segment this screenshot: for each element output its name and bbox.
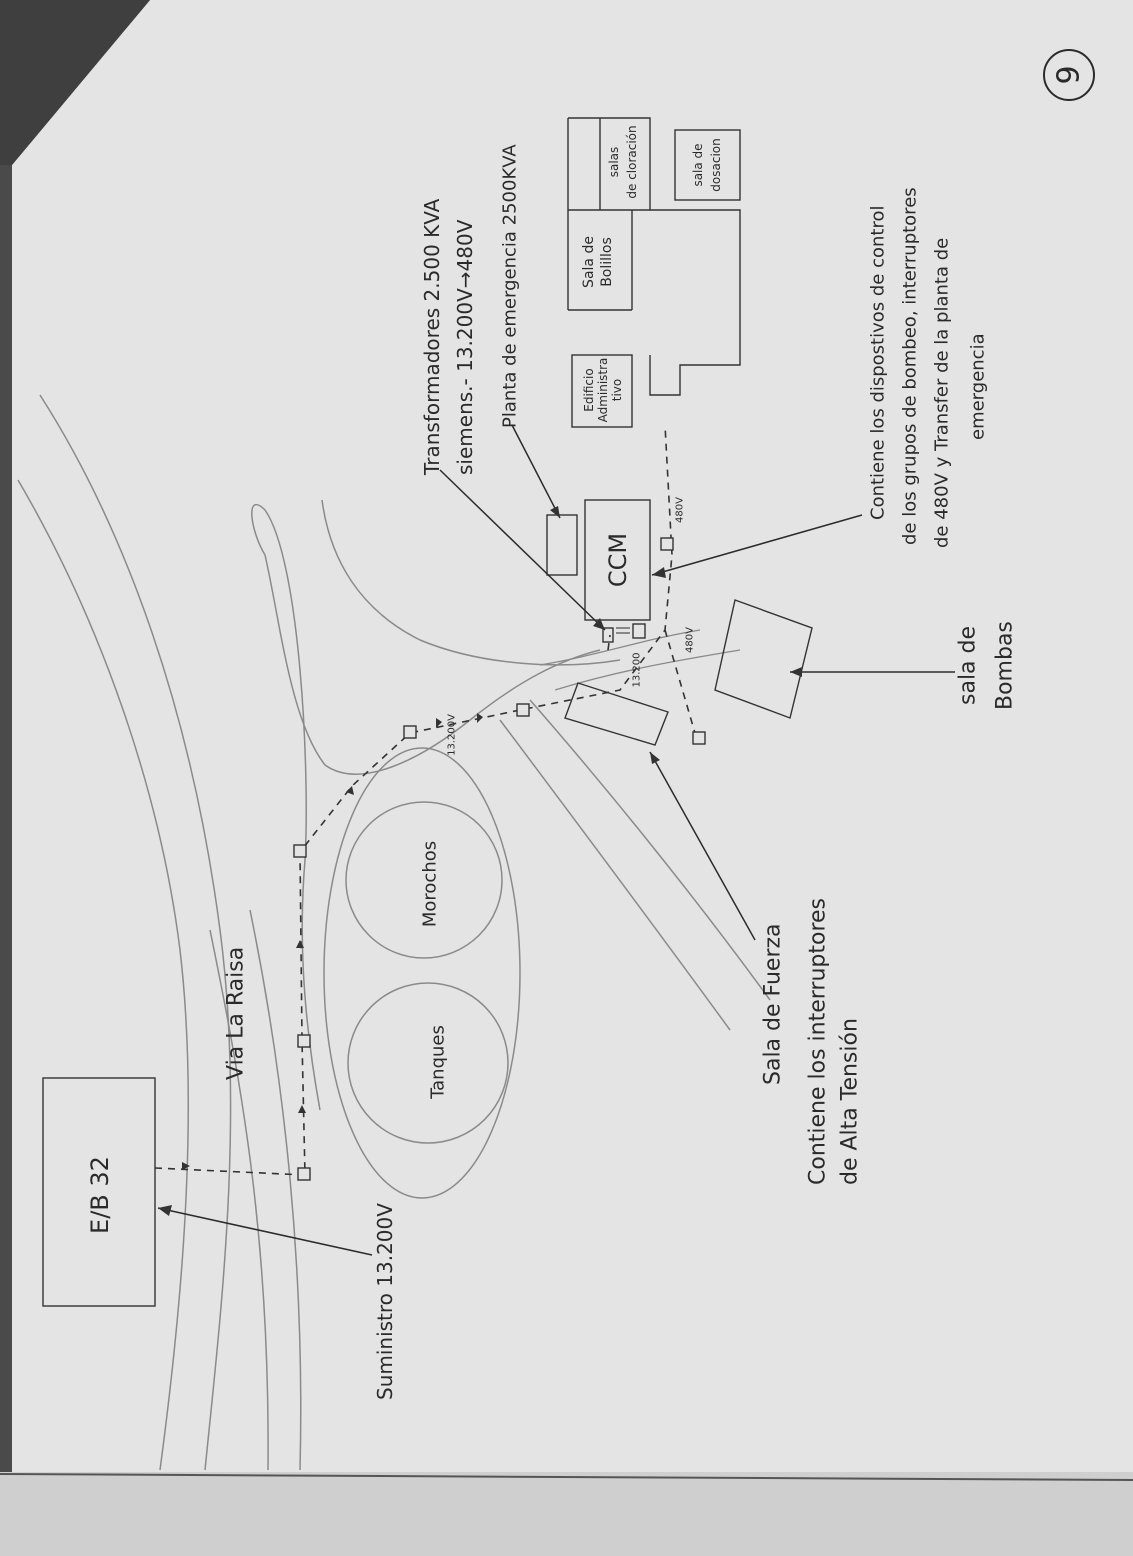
- suministro-arrowhead: [158, 1205, 172, 1216]
- planta-arrowhead: [550, 506, 560, 518]
- flow-arrow: [296, 940, 304, 948]
- pole: [516, 703, 530, 717]
- morochos-label: Morochos: [420, 841, 441, 927]
- edificio-label-3: tivo: [610, 379, 624, 401]
- pole: [297, 1167, 311, 1181]
- flow-arrow: [477, 713, 483, 723]
- sala-bolillos-1: Sala de: [581, 236, 597, 288]
- suministro-arrow: [157, 1207, 373, 1256]
- voltage-480-b: 480V: [675, 497, 686, 523]
- page-number-circle: [1043, 49, 1095, 101]
- planta-pointer: [511, 424, 561, 519]
- edificio-box: [571, 354, 633, 428]
- eb32-label: E/B 32: [86, 1156, 114, 1234]
- flow-arrow: [346, 786, 354, 795]
- sala-bombas-label-1: sala de: [956, 626, 981, 705]
- admin-complex: [567, 117, 741, 428]
- pole: [660, 537, 674, 551]
- sala-fuerza-desc-1: Contiene los interruptores: [806, 898, 831, 1185]
- transformer: [632, 623, 646, 639]
- ccm-building: [584, 499, 651, 621]
- pole: [692, 731, 706, 745]
- contiene-label-1: Contiene los dispostivos de control: [868, 206, 889, 521]
- fuerza-pointer: [649, 751, 756, 941]
- tank-morochos: [345, 801, 503, 959]
- tanques-label: Tanques: [428, 1025, 449, 1100]
- sala-fuerza-desc-2: de Alta Tensión: [838, 1018, 863, 1185]
- flow-arrow: [298, 1105, 306, 1113]
- sala-bombas-building: [714, 599, 813, 719]
- dosacion-box: [674, 129, 741, 201]
- transformer: [602, 627, 614, 643]
- folded-corner: [0, 0, 150, 165]
- flow-arrow: [436, 718, 442, 728]
- pole: [297, 1034, 311, 1048]
- sala-fuerza-label: Sala de Fuerza: [761, 923, 786, 1085]
- ccm-pointer: [651, 514, 863, 576]
- eb32-box: [42, 1077, 156, 1307]
- admin-outline: [568, 117, 741, 396]
- contiene-label-4: emergencia: [968, 333, 989, 440]
- ccm-arrowhead: [652, 567, 666, 578]
- pole: [403, 725, 417, 739]
- trafo-label-1: Transformadores 2.500 KVA: [420, 198, 444, 476]
- edificio-label-2: Administra: [596, 358, 610, 423]
- sala-dosacion-2: dosacion: [709, 138, 723, 191]
- sala-fuerza-building: [564, 682, 669, 746]
- salas-cloracion-2: de cloración: [625, 125, 639, 198]
- paper-sheet: [12, 0, 1133, 1472]
- ccm-label: CCM: [604, 533, 632, 587]
- poles: [293, 537, 706, 1181]
- pole: [293, 844, 307, 858]
- fuerza-arrowhead: [650, 752, 660, 764]
- voltage-13200-trafo: 13.200: [632, 653, 643, 688]
- edificio-label-1: Edificio: [582, 368, 596, 411]
- sala-dosacion-1: sala de: [691, 143, 705, 186]
- page-number: 9: [1052, 65, 1087, 84]
- flow-arrows: [182, 713, 483, 1170]
- planta-label: Planta de emergencia 2500KVA: [500, 144, 521, 428]
- tank-tanques: [347, 982, 509, 1144]
- power-line: [154, 424, 698, 1176]
- bottom-edge: [0, 1473, 1133, 1481]
- flow-arrow: [182, 1162, 190, 1170]
- emergency-plant: [546, 514, 578, 576]
- bottom-strip: [0, 1472, 1133, 1556]
- road-label: Via La Raisa: [224, 947, 249, 1080]
- tank-enclosure: [323, 747, 521, 1199]
- contiene-label-2: de los grupos de bombeo, interruptores: [900, 187, 921, 545]
- bombas-arrowhead: [790, 667, 802, 677]
- sala-bombas-label-2: Bombas: [993, 621, 1018, 710]
- voltage-480-a: 480V: [685, 627, 696, 653]
- site-outline: [251, 499, 771, 1111]
- sala-bolillos-2: Bolillos: [599, 237, 615, 287]
- contiene-label-3: de 480V y Transfer de la planta de: [932, 238, 953, 548]
- suministro-label: Suministro 13.200V: [373, 1203, 397, 1400]
- salas-cloracion-1: salas: [607, 147, 621, 178]
- trafo-pointer: [439, 469, 606, 631]
- voltage-13200-pole: 13.200V: [447, 714, 458, 756]
- trafo-label-2: siemens.- 13.200V→480V: [453, 219, 477, 475]
- trafo-arrowhead: [593, 618, 605, 630]
- road-via-la-raisa: [17, 394, 302, 1471]
